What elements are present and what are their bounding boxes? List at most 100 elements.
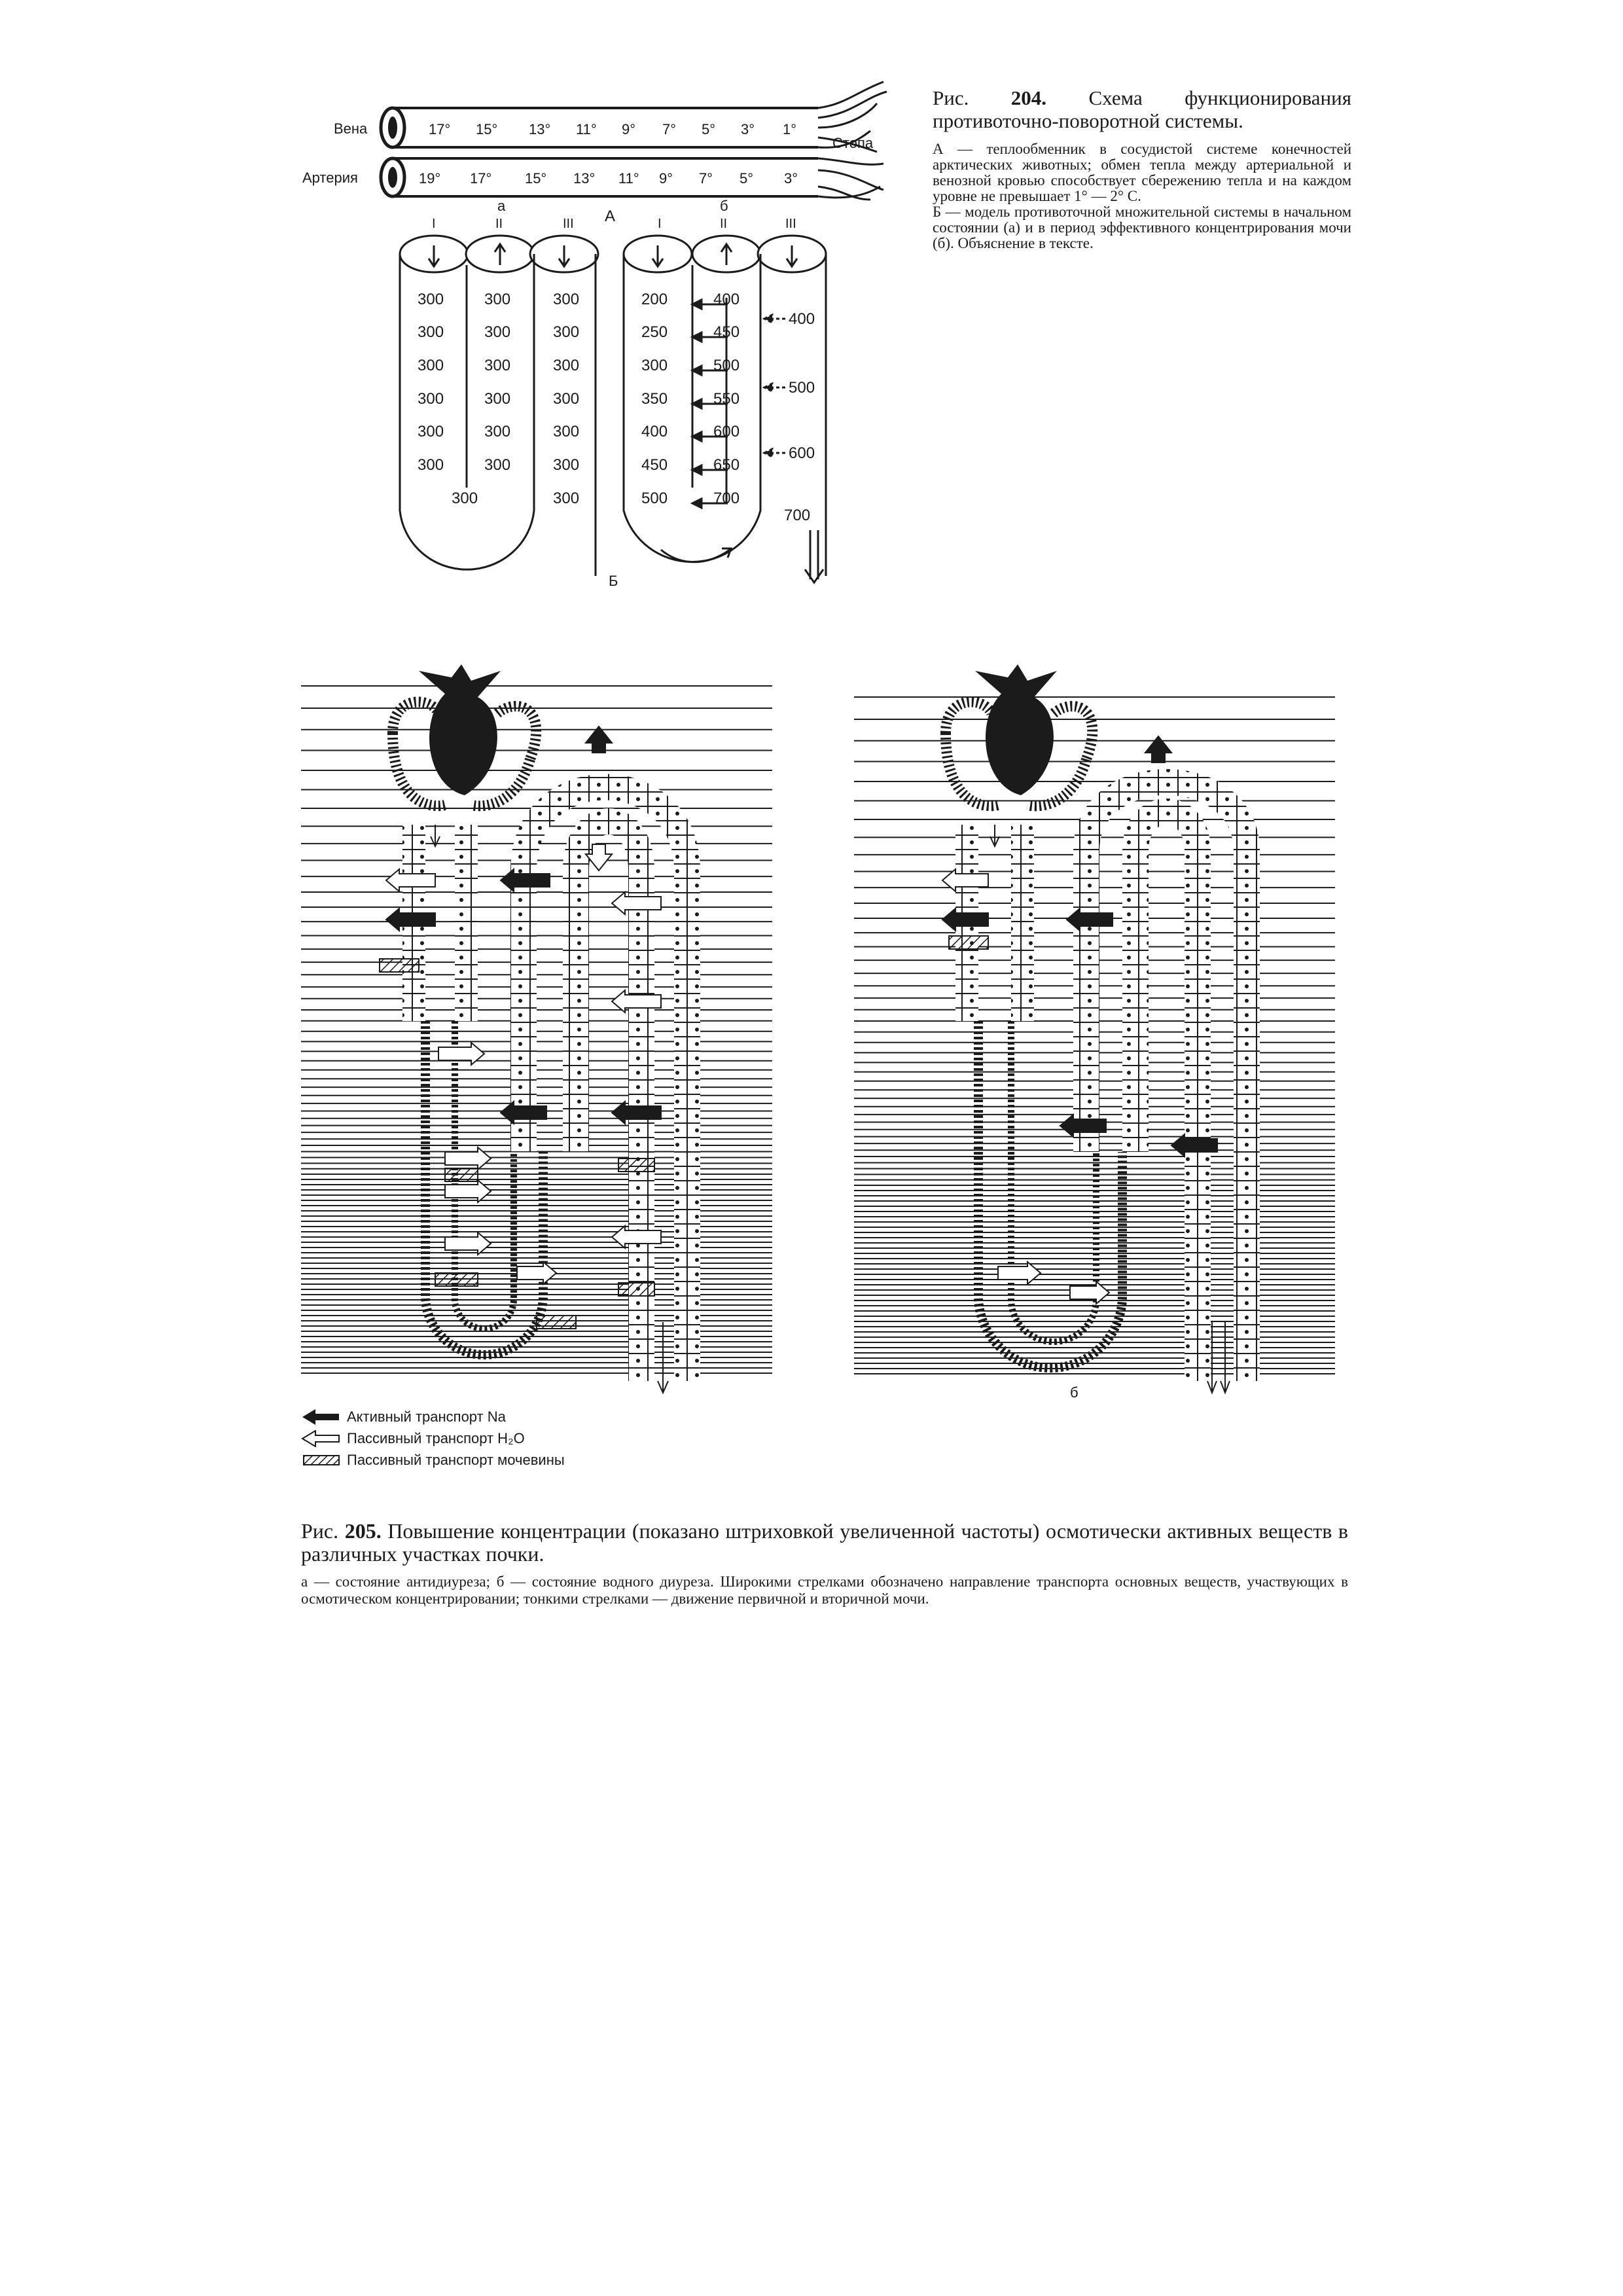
caption-number: 205. bbox=[344, 1519, 382, 1543]
caption-prefix: Рис. bbox=[301, 1519, 339, 1543]
state-b-label: б bbox=[720, 198, 728, 214]
artery-temp: 13° bbox=[573, 170, 595, 187]
artery-temp: 7° bbox=[699, 170, 713, 187]
tube-label: I bbox=[432, 217, 436, 231]
glomerulus bbox=[975, 664, 1057, 795]
osmolarity-value: 500 bbox=[789, 379, 815, 397]
osmolarity-value: 300 bbox=[553, 357, 579, 374]
legend-item: Активный транспорт Na bbox=[301, 1406, 565, 1427]
hatched-arrow-icon bbox=[303, 1454, 340, 1465]
vein-temp: 7° bbox=[662, 121, 676, 137]
artery-temp: 9° bbox=[659, 170, 673, 187]
tube-label: I bbox=[658, 217, 662, 231]
vein-temp: 11° bbox=[576, 121, 597, 137]
artery-temperature-row: 19° 17° 15° 13° 11° 9° 7° 5° 3° bbox=[419, 170, 798, 187]
tube-label: II bbox=[495, 217, 503, 231]
figure-204-title: Рис. 204. Схема функционирования противо… bbox=[933, 86, 1351, 132]
osmolarity-value: 300 bbox=[484, 456, 510, 474]
multiplier-state-b bbox=[622, 234, 827, 584]
vein-temp: 1° bbox=[783, 121, 796, 137]
caption-body-b: Б — модель противоточной множительной си… bbox=[933, 204, 1351, 251]
state-a-values: 300 300 300 300 300 300 300 300 300 300 … bbox=[418, 291, 579, 507]
osmolarity-value: 300 bbox=[553, 423, 579, 440]
vein-temp: 9° bbox=[622, 121, 635, 137]
vein-temp: 13° bbox=[529, 121, 550, 137]
osmolarity-value: 300 bbox=[418, 390, 444, 408]
kidney-panel-a bbox=[301, 664, 772, 1395]
osmolarity-value: 300 bbox=[418, 323, 444, 341]
osmolarity-value: 600 bbox=[789, 444, 815, 462]
transport-arrows bbox=[379, 725, 669, 1395]
state-b-values: 200 250 300 350 400 450 500 400 450 500 … bbox=[641, 291, 815, 524]
kidney-panel-b bbox=[854, 664, 1335, 1395]
artery-temp: 19° bbox=[419, 170, 440, 187]
legend-item: Пассивный транспорт мочевины bbox=[301, 1449, 565, 1471]
osmolarity-value: 300 bbox=[484, 323, 510, 341]
artery-temp: 17° bbox=[470, 170, 491, 187]
osmolarity-value: 400 bbox=[641, 423, 668, 440]
osmolarity-value: 300 bbox=[484, 423, 510, 440]
figure-204-caption: Рис. 204. Схема функционирования противо… bbox=[933, 86, 1351, 251]
osmolarity-value: 300 bbox=[553, 323, 579, 341]
figure-205-legend: Активный транспорт Na Пассивный транспор… bbox=[301, 1406, 565, 1471]
osmolarity-value: 450 bbox=[641, 456, 668, 474]
figure-205-body: а — состояние антидиуреза; б — состояние… bbox=[301, 1573, 1348, 1607]
transport-arrows bbox=[941, 735, 1230, 1395]
osmolarity-value: 500 bbox=[713, 357, 740, 374]
osmolarity-value: 300 bbox=[641, 357, 668, 374]
artery-temp: 3° bbox=[784, 170, 798, 187]
artery-temp: 5° bbox=[740, 170, 753, 187]
osmolarity-value: 300 bbox=[553, 291, 579, 308]
osmolarity-value: 550 bbox=[713, 390, 740, 408]
heat-exchanger-diagram: Вена Артерия Стопа 17° 15° 13° 11° 9° 7°… bbox=[302, 81, 887, 201]
osmolarity-value: 250 bbox=[641, 323, 668, 341]
caption-title: Повышение концентрации (показано штрихов… bbox=[301, 1519, 1349, 1566]
tube-label: III bbox=[563, 217, 574, 231]
osmolarity-value: 600 bbox=[713, 423, 740, 440]
panel-a-label: А bbox=[605, 207, 615, 225]
osmolarity-value: 300 bbox=[484, 291, 510, 308]
tube-label: II bbox=[720, 217, 727, 231]
legend-label: Пассивный транспорт H₂O bbox=[347, 1429, 525, 1446]
panel-b-label: Б bbox=[609, 573, 618, 589]
osmolarity-value: 300 bbox=[418, 423, 444, 440]
osmolarity-value: 700 bbox=[713, 490, 740, 507]
state-a-label: а bbox=[497, 198, 506, 214]
osmolarity-value: 350 bbox=[641, 390, 668, 408]
artery-temp: 11° bbox=[618, 170, 639, 187]
osmolarity-value: 300 bbox=[418, 456, 444, 474]
legend-label: Активный транспорт Na bbox=[347, 1408, 506, 1425]
vein-label: Вена bbox=[334, 120, 368, 137]
caption-prefix: Рис. bbox=[933, 86, 969, 109]
vein-temp: 17° bbox=[429, 121, 450, 137]
panel-b-label: б bbox=[1070, 1384, 1079, 1401]
foot-label: Стопа bbox=[832, 135, 874, 151]
osmolarity-value: 300 bbox=[452, 490, 478, 507]
tube-label: III bbox=[785, 217, 796, 231]
figure-205-title: Рис. 205. Повышение концентрации (показа… bbox=[301, 1520, 1348, 1566]
solid-black-arrow-icon bbox=[302, 1408, 339, 1425]
glomerulus bbox=[419, 664, 501, 795]
figure-205: а б bbox=[301, 664, 1335, 1401]
state-b-exchange-arrows bbox=[690, 298, 785, 510]
legend-label: Пассивный транспорт мочевины bbox=[347, 1451, 565, 1468]
osmolarity-value: 300 bbox=[553, 456, 579, 474]
osmolarity-value: 700 bbox=[784, 507, 810, 524]
caption-number: 204. bbox=[1010, 86, 1047, 109]
osmolarity-value: 300 bbox=[553, 490, 579, 507]
osmolarity-value: 650 bbox=[713, 456, 740, 474]
osmolarity-value: 400 bbox=[789, 310, 815, 328]
legend-item: Пассивный транспорт H₂O bbox=[301, 1427, 565, 1449]
vein-temperature-row: 17° 15° 13° 11° 9° 7° 5° 3° 1° bbox=[429, 121, 796, 137]
osmolarity-value: 300 bbox=[484, 390, 510, 408]
artery-temp: 15° bbox=[525, 170, 546, 187]
osmolarity-value: 300 bbox=[418, 291, 444, 308]
artery-label: Артерия bbox=[302, 170, 358, 186]
osmolarity-value: 200 bbox=[641, 291, 668, 308]
tube-labels: I II III I II III bbox=[432, 217, 796, 231]
caption-body-a: А — теплообменник в сосудистой системе к… bbox=[933, 141, 1351, 204]
osmolarity-value: 500 bbox=[641, 490, 668, 507]
osmolarity-value: 450 bbox=[713, 323, 740, 341]
figure-205-caption: Рис. 205. Повышение концентрации (показа… bbox=[301, 1520, 1348, 1607]
multiplier-state-a bbox=[399, 234, 599, 576]
